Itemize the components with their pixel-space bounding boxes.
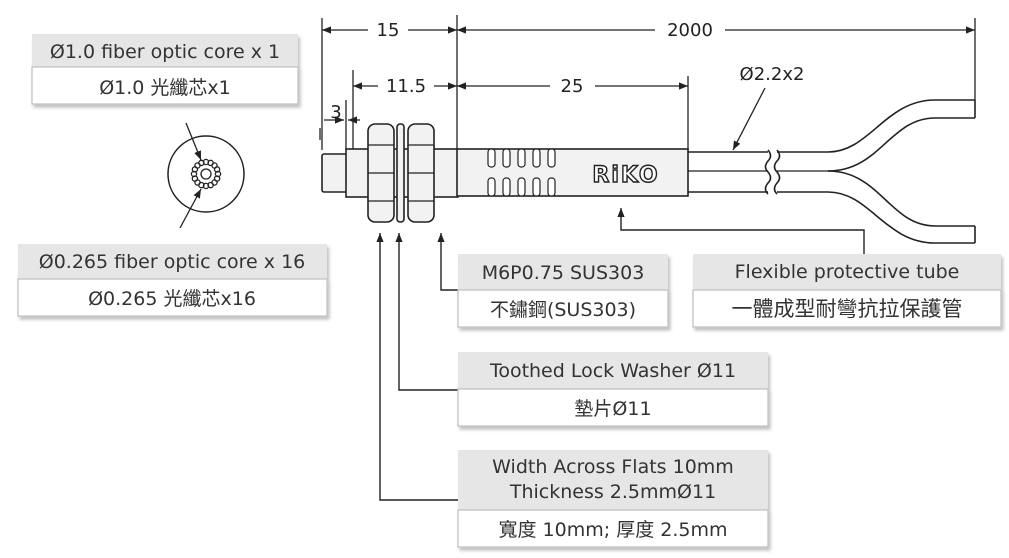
- dimension-lines: [319, 15, 976, 151]
- label-washer: [457, 352, 769, 427]
- tube-chinese: 一體成型耐彎抗拉保護管: [732, 297, 963, 321]
- small-fiber-core: [213, 166, 221, 173]
- label-core-1: [31, 34, 299, 105]
- tube-english: Flexible protective tube: [735, 261, 960, 283]
- thread-english: M6P0.75 SUS303: [482, 262, 645, 284]
- thread-chinese: 不鏽鋼(SUS303): [490, 299, 636, 321]
- core16-chinese: Ø0.265 光纖芯x16: [88, 288, 256, 310]
- core1-english: Ø1.0 fiber optic core x 1: [50, 41, 280, 63]
- nut-english-line2: Thickness 2.5mmØ11: [509, 481, 716, 503]
- dim-2000: 2000: [667, 20, 713, 41]
- leader-lines: [376, 208, 865, 501]
- fiber-cross-section: [167, 122, 245, 229]
- label-core-16: [17, 244, 328, 317]
- dim-11-5: 11.5: [386, 76, 426, 97]
- nut-english-line1: Width Across Flats 10mm: [492, 456, 734, 478]
- label-thread: [457, 254, 669, 328]
- nut-chinese: 寬度 10mm; 厚度 2.5mm: [499, 519, 728, 541]
- label-tube: [692, 254, 1002, 328]
- washer-chinese: 墊片Ø11: [574, 398, 651, 420]
- core1-chinese: Ø1.0 光纖芯x1: [99, 77, 231, 99]
- core16-english: Ø0.265 fiber optic core x 16: [39, 251, 306, 273]
- dim-25: 25: [561, 76, 584, 97]
- sensor-head: [321, 123, 689, 223]
- dim-3: 3: [330, 102, 341, 123]
- dim-15: 15: [377, 20, 400, 41]
- label-nut: [457, 450, 769, 548]
- dim-tube-diameter: Ø2.2x2: [740, 64, 805, 85]
- fiber-cable: [688, 99, 976, 244]
- washer-english: Toothed Lock Washer Ø11: [489, 360, 736, 382]
- brand-logo: RiKO: [592, 163, 659, 188]
